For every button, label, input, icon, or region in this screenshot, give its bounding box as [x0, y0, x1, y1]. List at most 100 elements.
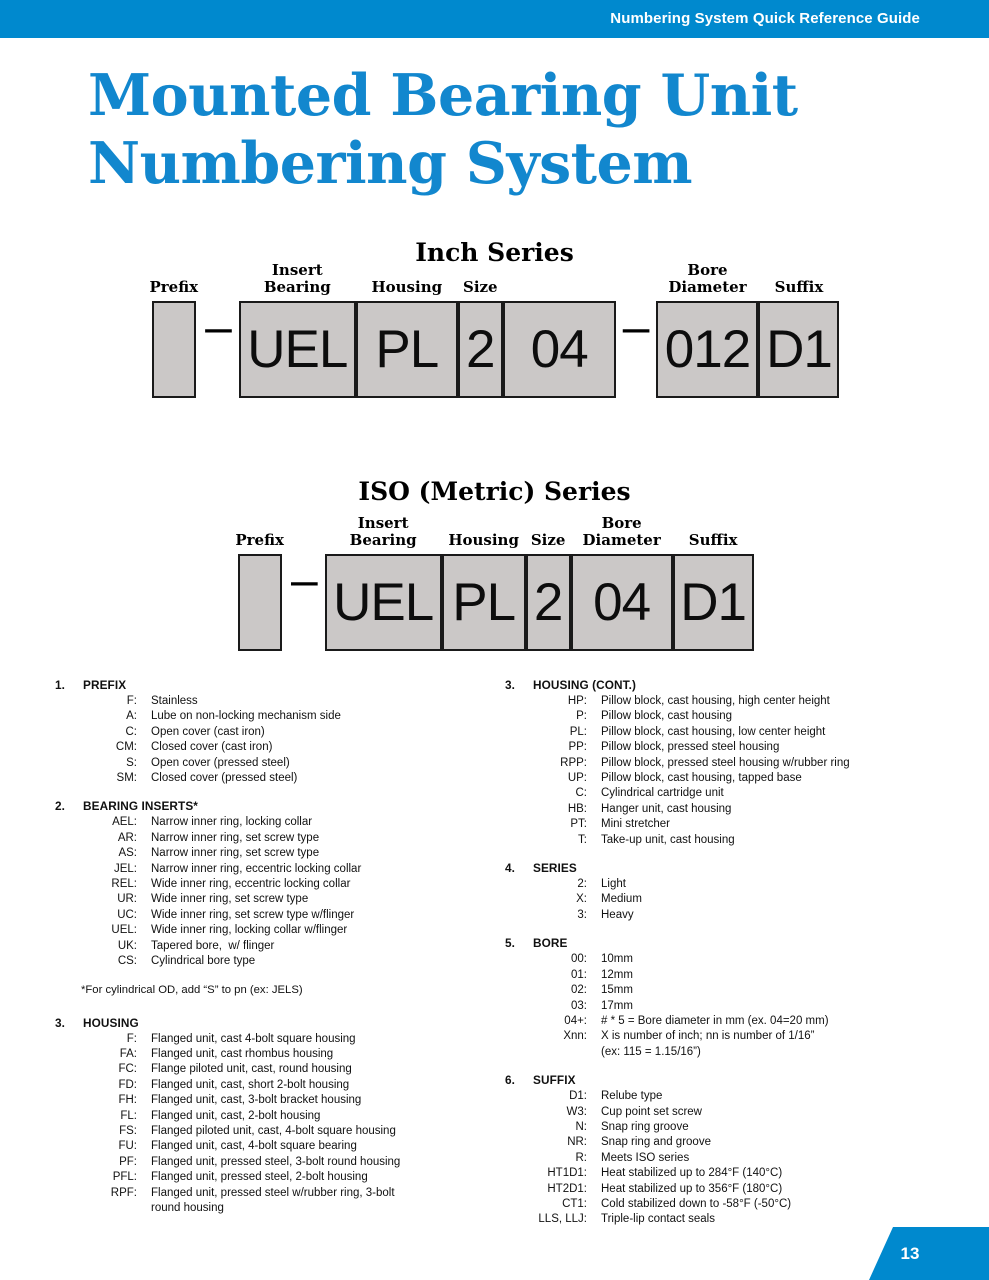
diagram-slot: Prefix [235, 532, 284, 651]
legend-section-title: SERIES [533, 861, 577, 876]
legend-entry-description: Pillow block, pressed steel housing w/ru… [601, 756, 850, 769]
legend-entry-description: Heat stabilized up to 356°F (180°C) [601, 1182, 783, 1195]
legend-entry: PL:Pillow block, cast housing, low cente… [505, 725, 965, 740]
legend-entry-code: HT2D1: [547, 1182, 587, 1195]
legend-entry-description: Flanged unit, cast, 3-bolt bracket housi… [151, 1094, 362, 1107]
legend-section-title: SUFFIX [533, 1073, 576, 1088]
diagram-slot: Prefix [149, 278, 199, 398]
legend-entry-description: Snap ring groove [601, 1120, 689, 1133]
legend-entry: RPP:Pillow block, pressed steel housing … [505, 756, 965, 771]
legend-entry-code: C: [575, 787, 588, 800]
legend-section: 2.BEARING INSERTS*AEL:Narrow inner ring,… [55, 799, 495, 969]
legend-entry: S:Open cover (pressed steel) [55, 756, 495, 771]
legend-entry-code: CM: [115, 741, 137, 754]
legend-entry: UP:Pillow block, cast housing, tapped ba… [505, 771, 965, 786]
legend-entry-description: Flanged unit, cast, 4-bolt square bearin… [151, 1140, 357, 1153]
page-title-line-1: Mounted Bearing Unit [88, 62, 798, 129]
legend-entry-code: N: [575, 1120, 588, 1133]
legend-entry: CT1:Cold stabilized down to -58°F (-50°C… [505, 1197, 965, 1212]
legend-entry: FA:Flanged unit, cast rhombus housing [55, 1047, 495, 1062]
legend-entry-description: Snap ring and groove [601, 1136, 711, 1149]
legend-entry-code: 03: [571, 999, 587, 1012]
legend-entry-description: Cup point set screw [601, 1105, 702, 1118]
legend-entry: C: Open cover (cast iron) [55, 725, 495, 740]
legend-section-heading: 6. SUFFIX [505, 1073, 965, 1087]
legend-entry-code: REL: [111, 878, 137, 891]
legend-entry: HP:Pillow block, cast housing, high cent… [505, 694, 965, 709]
legend-entry-code: 04+: [564, 1014, 587, 1027]
legend-entry-code: CT1: [562, 1197, 587, 1210]
legend-entry-code: LLS, LLJ: [538, 1213, 587, 1226]
diagram-slot-box: PL [355, 301, 458, 398]
legend-entry: 2:Light [505, 877, 965, 892]
legend-entry: 03:17mm [505, 999, 965, 1014]
legend-entry-description: Open cover (cast iron) [151, 725, 265, 738]
legend-entry-description: Flanged unit, pressed steel, 3-bolt roun… [151, 1155, 401, 1168]
legend-entry: 01:12mm [505, 968, 965, 983]
legend-entry-code: FH: [118, 1094, 137, 1107]
diagram-slot-box: UEL [324, 554, 442, 651]
legend-entry: FU:Flanged unit, cast, 4-bolt square bea… [55, 1139, 495, 1154]
page-number: 13 [900, 1243, 920, 1263]
legend-entry-code: Xnn: [563, 1030, 587, 1043]
legend-section-heading: 3.HOUSING (CONT.) [505, 678, 965, 692]
legend-entry: FS:Flanged piloted unit, cast, 4-bolt sq… [55, 1124, 495, 1139]
legend-entry-description: Flanged unit, cast, 2-bolt housing [151, 1109, 321, 1122]
legend-entry: AEL:Narrow inner ring, locking collar [55, 815, 495, 830]
legend-entry-description: Flanged unit, cast, short 2-bolt housing [151, 1078, 350, 1091]
legend-entry-code: UR: [117, 893, 137, 906]
page-title: Mounted Bearing Unit Numbering System [88, 62, 848, 198]
legend-entry-code: C: [125, 725, 138, 738]
legend-entry-code: NR: [567, 1136, 587, 1149]
legend-entry: NR: Snap ring and groove [505, 1135, 965, 1150]
diagram-slot-box [237, 554, 282, 651]
legend-entry-description: Flanged unit, pressed steel w/rubber rin… [151, 1186, 395, 1214]
legend-entry: 02:15mm [505, 983, 965, 998]
legend-entry: CM:Closed cover (cast iron) [55, 740, 495, 755]
legend-entry-description: Cylindrical cartridge unit [601, 787, 724, 800]
legend-entry: 04+:# * 5 = Bore diameter in mm (ex. 04=… [505, 1014, 965, 1029]
diagram-slot-box [151, 301, 196, 398]
legend-entry-description: Medium [601, 893, 642, 906]
legend-entry-description: Narrow inner ring, locking collar [151, 816, 313, 829]
legend-entry-code: UC: [117, 908, 137, 921]
legend-entry-description: Wide inner ring, locking collar w/flinge… [151, 924, 348, 937]
diagram-slot-label: Prefix [149, 278, 199, 296]
diagram-slot-box: UEL [238, 301, 356, 398]
legend-column-right: 3.HOUSING (CONT.) HP:Pillow block, cast h… [505, 678, 965, 1241]
legend-footnote: *For cylindrical OD, add “S” to pn (ex: … [81, 983, 303, 996]
legend-entry: CS:Cylindrical bore type [55, 954, 495, 969]
legend-section-number: 6. [505, 1073, 516, 1088]
legend-entry-description: Flange piloted unit, cast, round housing [151, 1063, 352, 1076]
legend-entry-code: FD: [118, 1078, 137, 1091]
diagram-slot-label: Insert Bearing [263, 261, 331, 296]
diagram-separator-dash: – [290, 554, 318, 607]
diagram-slot-label: Insert Bearing [349, 514, 417, 549]
legend-entry: UR:Wide inner ring, set screw type [55, 892, 495, 907]
legend-entry: UC:Wide inner ring, set screw type w/fli… [55, 908, 495, 923]
legend-entry-description: Tapered bore, w/ flinger [151, 939, 275, 952]
page-title-line-2: Numbering System [88, 130, 693, 197]
legend-section-number: 4. [505, 861, 516, 876]
legend-entry: N: Snap ring groove [505, 1120, 965, 1135]
legend-entry-code: S: [126, 756, 137, 769]
legend-section-heading: 5.BORE [505, 936, 965, 950]
legend-entry-description: Flanged piloted unit, cast, 4-bolt squar… [151, 1124, 396, 1137]
legend-entry-code: SM: [116, 772, 137, 785]
diagram-slot: 04 [502, 279, 616, 398]
legend-entry-code: HT1D1: [547, 1167, 587, 1180]
legend-entry-description: Flanged unit, pressed steel, 2-bolt hous… [151, 1171, 368, 1184]
legend-section-title: HOUSING [83, 1015, 139, 1030]
diagram-slot-label: Housing [371, 278, 443, 296]
legend-entry-code: UP: [567, 772, 587, 785]
legend-entry: FC:Flange piloted unit, cast, round hous… [55, 1062, 495, 1077]
